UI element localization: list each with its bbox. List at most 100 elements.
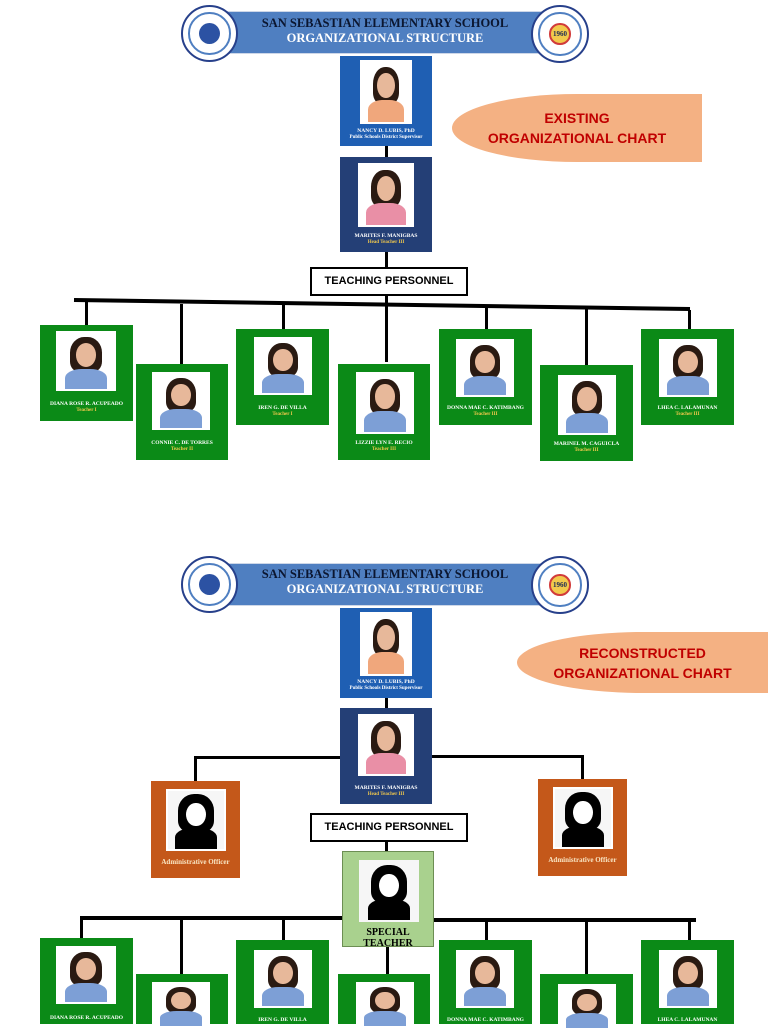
supervisor-name: NANCY D. LUBIS, PhD (357, 128, 415, 134)
connector (585, 309, 588, 365)
teacher-card: CONNIE C. DE TORRES Teacher II (136, 364, 228, 460)
teacher-role: Teacher II (170, 447, 194, 452)
teacher-name: IREN G. DE VILLA (258, 1017, 307, 1023)
connector (432, 755, 584, 758)
teacher-name: DIANA ROSE R. ACUPEADO (49, 1015, 124, 1021)
seal-year: 1960 (549, 23, 571, 45)
teacher-name: DONNA MAE C. KATIMBANG (447, 405, 524, 411)
connector (194, 756, 197, 781)
teacher-role: Teacher III (473, 412, 498, 417)
head-teacher-name: MARITES F. MANIGBAS (354, 233, 418, 239)
teacher-name: IREN G. DE VILLA (258, 405, 307, 411)
admin-officer-card: Administrative Officer (538, 779, 627, 876)
teacher-name: DIANA ROSE R. ACUPEADO (49, 401, 124, 407)
connector (688, 920, 691, 940)
teacher-name: LHEA C. LALAMUNAN (657, 405, 718, 411)
reconstructed-tag-line1: RECONSTRUCTED (579, 644, 706, 661)
teacher-card (338, 974, 430, 1028)
reconstructed-tag-line2: ORGANIZATIONAL CHART (553, 664, 732, 681)
teacher-photo (659, 339, 717, 397)
school-seal-logo: 1960 (531, 5, 589, 63)
teacher-card: DONNA MAE C. KATIMBANG (439, 940, 532, 1024)
admin-officer-label: Administrative Officer (548, 856, 617, 864)
header-title-bottom: SAN SEBASTIAN ELEMENTARY SCHOOL ORGANIZA… (240, 567, 530, 597)
teacher-bus-line (434, 918, 696, 922)
supervisor-photo (360, 60, 412, 124)
teacher-photo (456, 950, 514, 1008)
connector (585, 920, 588, 974)
connector (485, 920, 488, 940)
teacher-card: LHEA C. LALAMUNAN Teacher III (641, 329, 734, 425)
teacher-name: DONNA MAE C. KATIMBANG (447, 1017, 524, 1023)
special-teacher-photo (359, 860, 419, 922)
head-teacher-name: MARITES F. MANIGBAS (354, 785, 418, 791)
connector (180, 918, 183, 974)
teacher-role: Teacher III (574, 448, 599, 453)
existing-tag-line1: EXISTING (544, 110, 610, 126)
teacher-photo (152, 982, 210, 1028)
head-teacher-card: MARITES F. MANIGBAS Head Teacher III (340, 157, 432, 252)
teacher-photo (659, 950, 717, 1008)
teacher-card (540, 974, 633, 1030)
teacher-bus-line (73, 298, 691, 311)
teacher-role: Teacher I (76, 408, 97, 413)
teacher-photo (254, 337, 312, 395)
teacher-card: LHEA C. LALAMUNAN (641, 940, 734, 1024)
teacher-card: MARINEL M. CAGUICLA Teacher III (540, 365, 633, 461)
special-teacher-label-2: TEACHER (363, 938, 413, 947)
school-name: SAN SEBASTIAN ELEMENTARY SCHOOL (261, 567, 509, 581)
teacher-card: IREN G. DE VILLA Teacher I (236, 329, 329, 425)
head-teacher-role: Head Teacher III (367, 240, 405, 245)
teacher-name: CONNIE C. DE TORRES (151, 440, 213, 446)
deped-seal-logo (181, 5, 238, 62)
existing-chart-tag: EXISTING ORGANIZATIONAL CHART (452, 94, 702, 162)
connector (194, 756, 340, 759)
connector (385, 296, 388, 362)
connector (180, 304, 183, 364)
deped-seal-logo (181, 556, 238, 613)
supervisor-card: NANCY D. LUBIS, PhD Public Schools Distr… (340, 56, 432, 146)
supervisor-photo (360, 612, 412, 676)
teacher-card: LIZZIE LYN E. RECIO Teacher III (338, 364, 430, 460)
school-name: SAN SEBASTIAN ELEMENTARY SCHOOL (261, 16, 509, 30)
teacher-role: Teacher III (371, 447, 397, 452)
head-teacher-card: MARITES F. MANIGBAS Head Teacher III (340, 708, 432, 804)
teaching-personnel-box: TEACHING PERSONNEL (310, 267, 468, 296)
header-title-top: SAN SEBASTIAN ELEMENTARY SCHOOL ORGANIZA… (240, 16, 530, 46)
admin-officer-photo (166, 789, 226, 851)
teacher-photo (254, 950, 312, 1008)
teacher-photo (56, 946, 116, 1004)
teacher-photo (558, 375, 616, 435)
teacher-photo (56, 331, 116, 391)
connector (85, 300, 88, 325)
teacher-card: IREN G. DE VILLA (236, 940, 329, 1024)
teacher-role: Teacher I (272, 412, 293, 417)
teacher-card: DIANA ROSE R. ACUPEADO Teacher I (40, 325, 133, 421)
connector (282, 918, 285, 940)
special-teacher-label-1: SPECIAL (366, 927, 410, 938)
supervisor-role: Public Schools District Supervisor (349, 686, 423, 691)
teacher-photo (152, 372, 210, 430)
admin-officer-card: Administrative Officer (151, 781, 240, 878)
teacher-card (136, 974, 228, 1028)
supervisor-card: NANCY D. LUBIS, PhD Public Schools Distr… (340, 608, 432, 698)
existing-tag-line2: ORGANIZATIONAL CHART (487, 130, 667, 146)
supervisor-name: NANCY D. LUBIS, PhD (357, 679, 415, 685)
connector (485, 307, 488, 329)
connector (688, 310, 691, 329)
header-band-top (206, 11, 562, 54)
header-band-bottom (206, 563, 562, 606)
connector (385, 698, 388, 708)
head-teacher-photo (358, 163, 414, 227)
connector (581, 755, 584, 779)
teacher-photo (456, 339, 514, 397)
head-teacher-photo (358, 714, 414, 776)
reconstructed-chart-tag: RECONSTRUCTED ORGANIZATIONAL CHART (517, 632, 768, 693)
connector (80, 916, 83, 938)
head-teacher-role: Head Teacher III (367, 792, 405, 797)
teacher-role: Teacher III (675, 412, 700, 417)
teacher-photo (356, 982, 414, 1028)
teacher-name: LIZZIE LYN E. RECIO (355, 440, 413, 446)
connector (386, 947, 389, 974)
teacher-card: DIANA ROSE R. ACUPEADO (40, 938, 133, 1024)
